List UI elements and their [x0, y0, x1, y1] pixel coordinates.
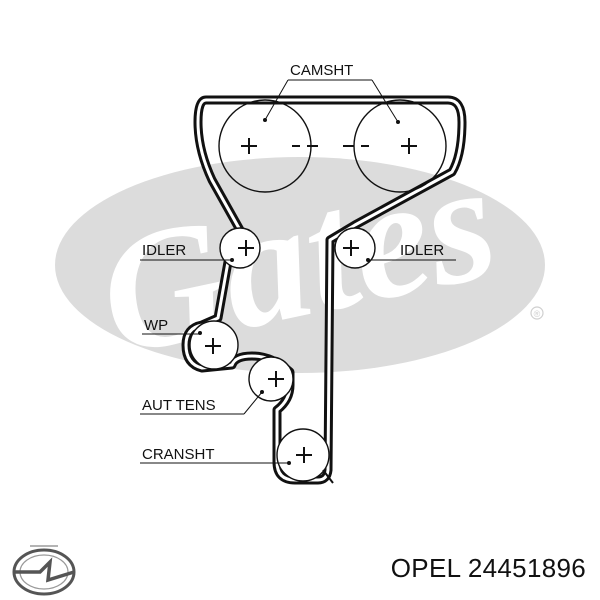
idler-pulley-right [334, 227, 376, 269]
label-cransht: CRANSHT [142, 446, 215, 463]
label-idler-left: IDLER [142, 242, 186, 259]
label-wp: WP [144, 317, 168, 334]
label-idler-right: IDLER [400, 242, 444, 259]
gates-watermark: Gates ® [55, 125, 545, 391]
part-number-caption: OPEL 24451896 [390, 553, 586, 583]
watermark-ellipse [55, 157, 545, 373]
camsht-leader-left [264, 79, 289, 121]
water-pump-pulley [189, 320, 239, 370]
aut-tens-leader-d [243, 391, 263, 415]
opel-logo-icon [12, 545, 76, 596]
crankshaft-pulley [276, 428, 334, 484]
label-camsht: CAMSHT [290, 62, 353, 79]
camsht-leader-right [371, 79, 399, 123]
label-aut-tens: AUT TENS [142, 397, 216, 414]
registered-mark-circle [530, 306, 544, 320]
registered-mark: ® [534, 309, 541, 319]
idler-pulley-left [219, 227, 261, 269]
auto-tensioner-pulley [248, 356, 294, 402]
